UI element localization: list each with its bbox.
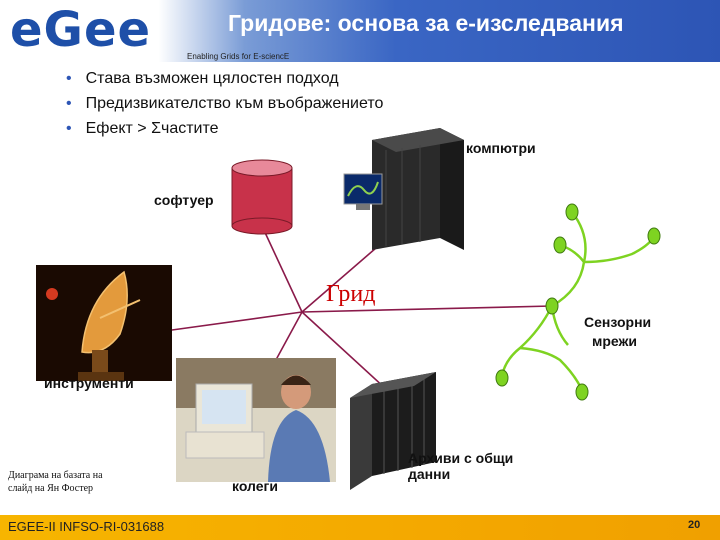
colleague-photo-image xyxy=(176,358,336,482)
sensor-node-icon xyxy=(545,297,559,315)
header-band xyxy=(0,0,720,62)
label-grid: Грид xyxy=(326,281,376,307)
bullet-item: • Ефект > Σчастите xyxy=(66,120,219,138)
slide-title: Гридове: основа за е-изследвания xyxy=(228,10,624,36)
bullet-text: Става възможен цялостен подход xyxy=(85,70,339,87)
bullet-dot-icon: • xyxy=(66,120,72,137)
data-archive-image xyxy=(350,372,436,490)
sensor-network xyxy=(500,211,656,391)
label-software: софтуер xyxy=(154,192,214,208)
link-instruments xyxy=(171,311,303,331)
egee-logo: eGee xyxy=(10,2,152,58)
label-sensor-networks-line1: Сензорни xyxy=(584,314,652,330)
sensor-node-icon xyxy=(575,383,589,401)
credit-line: Диаграма на базата на xyxy=(8,470,103,481)
link-computers xyxy=(301,247,377,313)
sensor-node-icon xyxy=(565,203,579,221)
bullet-text: Ефект > Σчастите xyxy=(85,120,219,137)
satellite-dish-image xyxy=(36,265,172,381)
bullet-dot-icon: • xyxy=(66,95,72,112)
label-computers: компютри xyxy=(466,140,536,156)
link-sensors xyxy=(301,305,553,313)
supercomputer-icon xyxy=(343,128,464,250)
database-icon xyxy=(231,159,293,235)
sensor-nodes xyxy=(495,203,661,401)
bullet-item: • Предизвикателство към въображението xyxy=(66,95,383,113)
label-colleagues: колеги xyxy=(232,478,278,494)
sensor-node-icon xyxy=(647,227,661,245)
label-archives-line1: Архиви с общи xyxy=(408,450,514,466)
bullet-text: Предизвикателство към въображението xyxy=(85,95,384,112)
page-number: 20 xyxy=(688,519,701,531)
sensor-node-icon xyxy=(495,369,509,387)
bullet-item: • Става възможен цялостен подход xyxy=(66,70,339,88)
label-archives-line2: данни xyxy=(408,466,451,482)
label-sensor-networks-line2: мрежи xyxy=(592,333,638,349)
footer-bar xyxy=(0,515,720,540)
label-instruments: инструменти xyxy=(44,375,134,391)
footer-text: EGEE-II INFSO-RI-031688 xyxy=(8,519,165,534)
credit-line: слайд на Ян Фостер xyxy=(8,483,94,494)
slide-subtitle: Enabling Grids for E-sciencE xyxy=(187,52,290,61)
diagram-credit: Диаграма на базата на слайд на Ян Фостер xyxy=(8,469,103,495)
bullet-dot-icon: • xyxy=(66,70,72,87)
link-software xyxy=(261,225,303,313)
sensor-node-icon xyxy=(553,236,567,254)
